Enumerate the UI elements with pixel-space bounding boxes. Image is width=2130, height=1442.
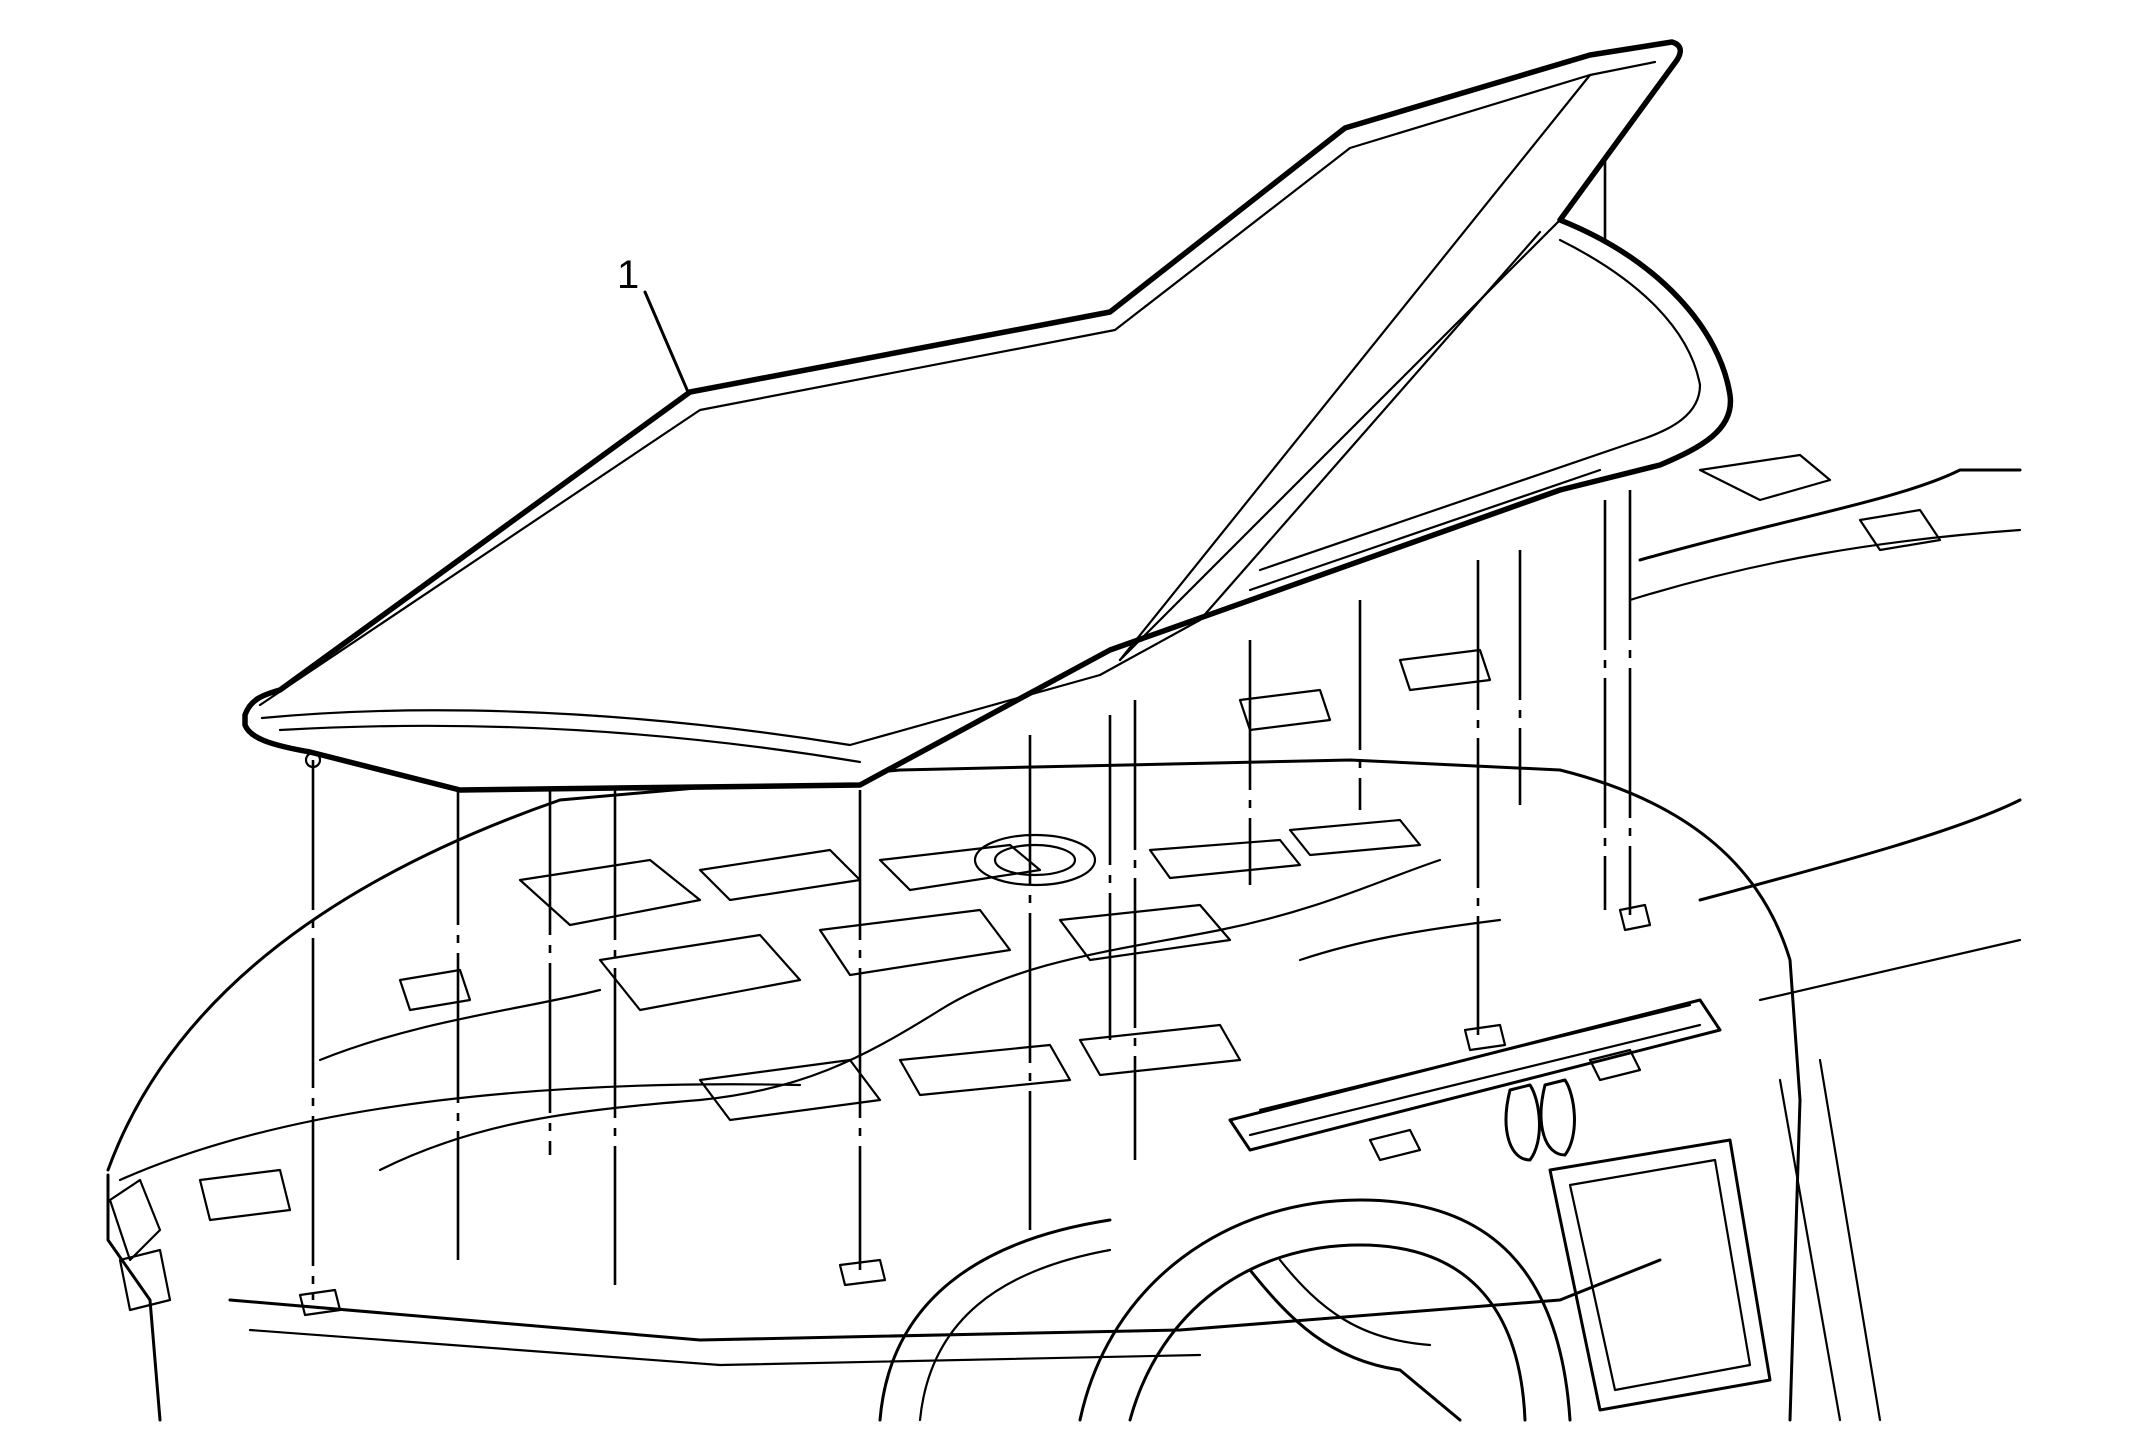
callout-label-1: 1 xyxy=(617,253,639,297)
dash-cavity-details xyxy=(108,648,1722,1312)
steering-wheel xyxy=(1078,1198,1572,1422)
instrument-panel-structure xyxy=(106,453,2022,1422)
upper-trim-panel xyxy=(242,39,1734,793)
cluster-hood xyxy=(878,1218,1112,1422)
display-screen xyxy=(1548,1138,1772,1412)
alignment-lines xyxy=(298,160,1652,1317)
